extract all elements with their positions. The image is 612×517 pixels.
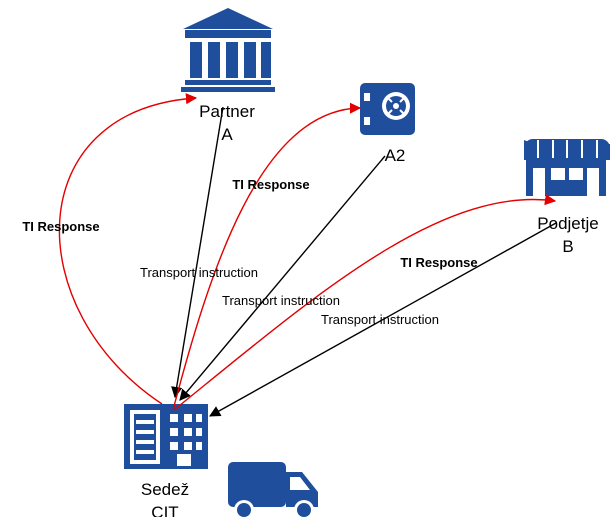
- instruction-label-podjetje: Transport instruction: [321, 312, 439, 327]
- response-arrow-partner: [58, 93, 198, 405]
- instruction-label-partner: Transport instruction: [140, 265, 258, 280]
- instruction-arrow-partner: [171, 106, 224, 399]
- office-building-icon: [124, 404, 208, 469]
- sedez-cit-label-line1: Sedež: [141, 480, 189, 499]
- response-label-podjetje: TI Response: [400, 255, 477, 270]
- vault-icon: [360, 83, 415, 135]
- a2-label: A2: [385, 146, 406, 165]
- store-icon: [524, 139, 610, 196]
- podjetje-b-label-line2: B: [562, 237, 573, 256]
- response-arrow-a2: [172, 102, 362, 411]
- podjetje-b-label-line1: Podjetje: [537, 214, 598, 233]
- response-label-a2: TI Response: [232, 177, 309, 192]
- instruction-arrow-a2: [179, 155, 386, 401]
- response-arrow-podjetje: [173, 194, 557, 411]
- partner-a-label-line1: Partner: [199, 102, 255, 121]
- delivery-van-icon: [228, 462, 318, 517]
- instruction-label-a2: Transport instruction: [222, 293, 340, 308]
- partner-a-label-line2: A: [221, 125, 233, 144]
- instruction-arrow-podjetje: [209, 222, 557, 417]
- sedez-cit-label-line2: CIT: [151, 503, 178, 517]
- bank-icon: [181, 8, 275, 92]
- response-label-partner: TI Response: [22, 219, 99, 234]
